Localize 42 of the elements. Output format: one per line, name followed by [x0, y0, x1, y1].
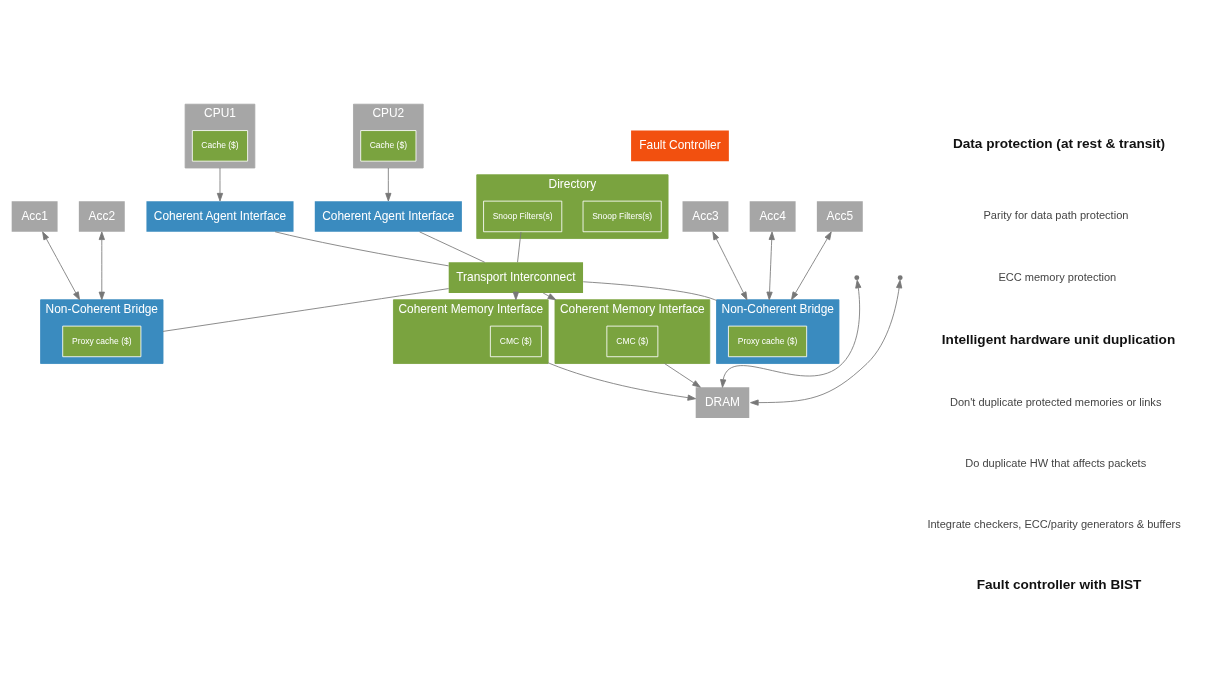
node-box: DRAM	[695, 387, 750, 418]
node-box: Acc5	[816, 201, 863, 232]
node-box: Snoop Filters(s)	[483, 200, 563, 233]
label: Fault controller with BIST	[976, 576, 1142, 592]
node-box: Acc1	[11, 201, 58, 232]
connector	[517, 231, 522, 263]
connector	[162, 288, 450, 332]
node-box: Coherent Agent Interface	[146, 201, 294, 232]
arrow	[98, 231, 105, 301]
arrow	[42, 231, 80, 301]
node-box: Proxy cache ($)	[728, 325, 808, 358]
label: Integrate checkers, ECC/parity generators & buffers	[927, 517, 1181, 530]
label: Data protection (at rest & transit)	[952, 136, 1166, 152]
arrow	[720, 279, 862, 388]
node-box: Acc4	[749, 201, 796, 232]
arrow	[664, 363, 701, 388]
connector	[419, 231, 486, 263]
arrow	[750, 279, 903, 406]
node-box: CMC ($)	[489, 325, 542, 358]
arrow	[547, 362, 697, 401]
node-box: Cache ($)	[360, 130, 417, 162]
node-box: Snoop Filters(s)	[582, 200, 662, 233]
node-box: Proxy cache ($)	[62, 325, 142, 358]
label: ECC memory protection	[998, 270, 1117, 283]
label: Intelligent hardware unit duplication	[941, 331, 1176, 347]
arrow	[216, 167, 224, 202]
label: Parity for data path protection	[983, 209, 1129, 222]
node-box: CMC ($)	[606, 325, 659, 358]
node-box: Coherent Agent Interface	[314, 201, 462, 232]
label: Don't duplicate protected memories or links	[949, 395, 1162, 408]
arrow	[791, 231, 832, 301]
arrow	[766, 231, 775, 301]
arrow	[385, 167, 392, 202]
arrow	[712, 231, 748, 301]
connector	[582, 281, 717, 301]
node-box: Acc3	[682, 201, 729, 232]
label: Do duplicate HW that affects packets	[965, 456, 1147, 469]
arrow	[542, 292, 557, 301]
node-box: Acc2	[78, 201, 125, 232]
node-box: Cache ($)	[191, 130, 249, 162]
node-box: Fault Controller	[631, 130, 729, 162]
connector	[274, 231, 450, 267]
